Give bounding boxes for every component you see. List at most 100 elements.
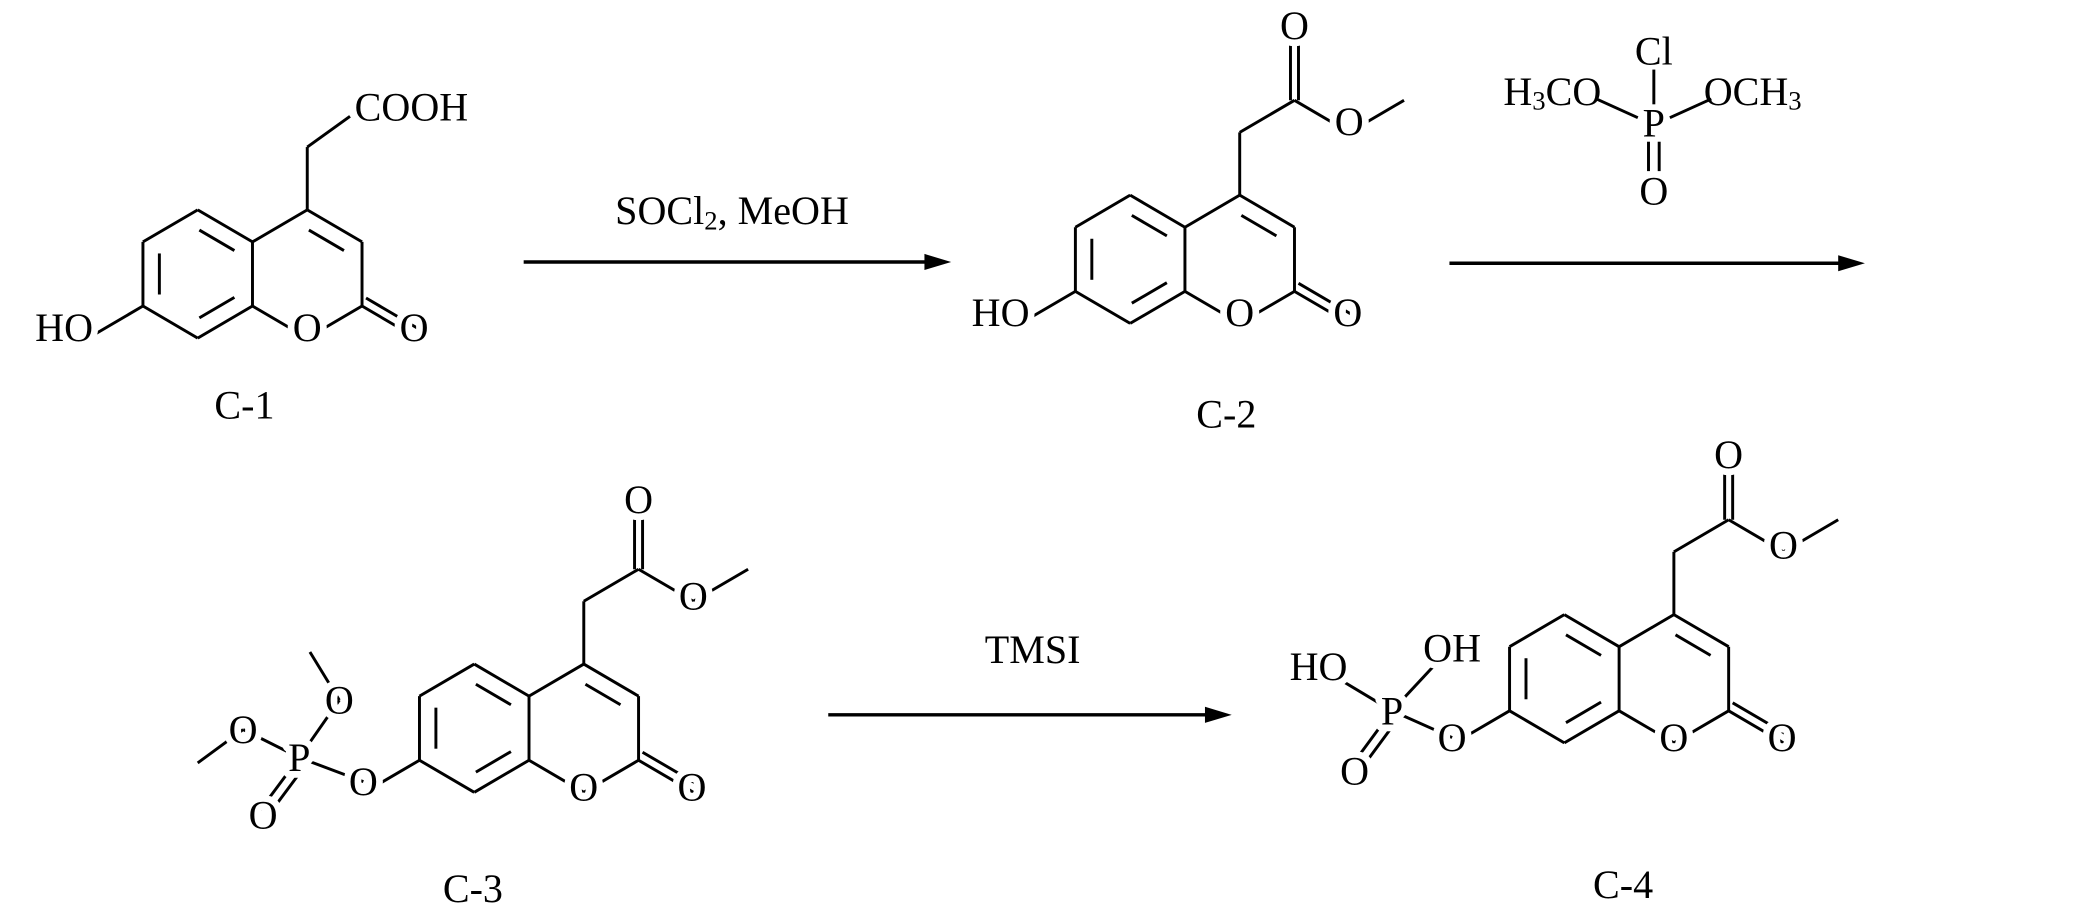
- atom-link-oxygen: O: [1438, 715, 1467, 760]
- bond: [196, 208, 254, 244]
- bond: [1238, 193, 1296, 229]
- reagent-tmsi: TMSI: [985, 627, 1081, 672]
- bond: [1293, 290, 1350, 325]
- atom-ester-oxygen: O: [1335, 99, 1364, 144]
- bond: [1673, 518, 1730, 554]
- arrowhead: [1838, 255, 1865, 272]
- compound-label: C-2: [1196, 392, 1256, 437]
- atom-ester-oxygen: O: [679, 573, 708, 618]
- bond: [1297, 282, 1355, 317]
- atom-carbonyl-oxygen: O: [1768, 715, 1797, 760]
- group-hydroxy: HO: [35, 305, 93, 350]
- atom-ester-carbonyl-oxygen: O: [1280, 3, 1309, 48]
- bond: [198, 228, 236, 252]
- bond: [363, 758, 421, 794]
- bond: [308, 228, 345, 252]
- bond: [1390, 651, 1448, 712]
- atom-carbonyl-oxygen: O: [1333, 290, 1362, 335]
- bond: [528, 758, 585, 794]
- atom-carbonyl-oxygen: O: [400, 305, 429, 350]
- bond: [1563, 613, 1620, 648]
- bond: [528, 662, 585, 698]
- bond: [308, 651, 341, 701]
- atom-phosphorus: P: [288, 735, 310, 780]
- bond: [692, 567, 749, 603]
- bond: [196, 304, 254, 340]
- bond: [1357, 720, 1398, 774]
- atom-carbonyl-oxygen: O: [678, 764, 707, 809]
- atom-ring-oxygen: O: [1225, 290, 1254, 335]
- bond: [1618, 709, 1675, 745]
- atom-phosphoryl-oxygen: O: [1340, 748, 1369, 793]
- bond: [418, 758, 475, 794]
- bond: [584, 682, 622, 707]
- group-och3: OCH3: [1704, 68, 1802, 115]
- reagent-dimethyl-chlorophosphate: Cl P H3CO OCH3 O: [1503, 28, 1801, 213]
- bonds: [87, 36, 1839, 816]
- bond: [198, 296, 236, 320]
- bond: [142, 304, 199, 340]
- compound-c2: O O O O HO C-2: [965, 0, 1370, 437]
- atom-p: P: [1643, 101, 1665, 146]
- bond: [1391, 709, 1453, 739]
- group-hydroxy-1: HO: [1290, 644, 1348, 689]
- bond: [306, 304, 363, 340]
- compound-label: C-3: [443, 866, 503, 911]
- compound-c3: O O O O O P O O O C-3: [222, 471, 714, 911]
- bond: [1673, 613, 1730, 648]
- atom-o: O: [1639, 169, 1668, 214]
- bond: [418, 662, 475, 698]
- atom-ester-oxygen: O: [1769, 523, 1798, 568]
- atom-phosphoryl-oxygen: O: [249, 793, 278, 838]
- bond: [1727, 709, 1785, 745]
- compound-c1: COOH O O HO C-1: [29, 78, 475, 428]
- bond: [1238, 290, 1296, 325]
- bond: [1317, 665, 1393, 713]
- atom-ester-carbonyl-oxygen: O: [1714, 432, 1743, 477]
- reagent-socl2-meoh: SOCl2, MeOH: [615, 187, 849, 235]
- bond: [298, 699, 341, 759]
- bond: [1454, 709, 1511, 745]
- bond: [361, 304, 418, 340]
- bond: [1348, 99, 1405, 134]
- atom-ring-oxygen: O: [569, 764, 598, 809]
- bond: [306, 208, 363, 244]
- bond: [365, 296, 422, 332]
- bond: [1074, 193, 1131, 229]
- bond: [1293, 99, 1350, 134]
- bond: [1240, 214, 1278, 238]
- bond: [583, 662, 640, 698]
- bond: [1019, 290, 1077, 325]
- atom-ring-oxygen: O: [1659, 715, 1688, 760]
- arrowhead: [924, 253, 952, 270]
- bond: [251, 304, 308, 340]
- bond: [1565, 700, 1602, 724]
- bond: [267, 767, 305, 816]
- bond: [583, 758, 640, 794]
- bond: [583, 567, 640, 603]
- bond: [298, 756, 364, 783]
- atom-phosphorus: P: [1381, 688, 1403, 733]
- bond: [637, 567, 695, 603]
- bond: [1131, 214, 1168, 238]
- bond: [641, 750, 699, 786]
- bond: [242, 728, 300, 759]
- bond: [1129, 290, 1186, 325]
- bond: [1673, 709, 1730, 745]
- bond: [473, 662, 530, 698]
- bond: [1618, 613, 1675, 648]
- bond: [251, 208, 308, 244]
- atom-methoxy-oxygen-2: O: [229, 707, 258, 752]
- bond: [1074, 290, 1131, 325]
- bond: [259, 762, 297, 811]
- arrowhead: [1204, 706, 1232, 723]
- bond: [87, 304, 144, 340]
- bond: [1508, 709, 1566, 745]
- group-hydroxy-2: OH: [1423, 626, 1481, 671]
- bond: [306, 115, 351, 149]
- bond: [1131, 281, 1168, 305]
- bond: [142, 208, 199, 244]
- bond: [473, 758, 530, 794]
- reaction-arrow-3: [828, 706, 1232, 723]
- bond: [1508, 613, 1566, 648]
